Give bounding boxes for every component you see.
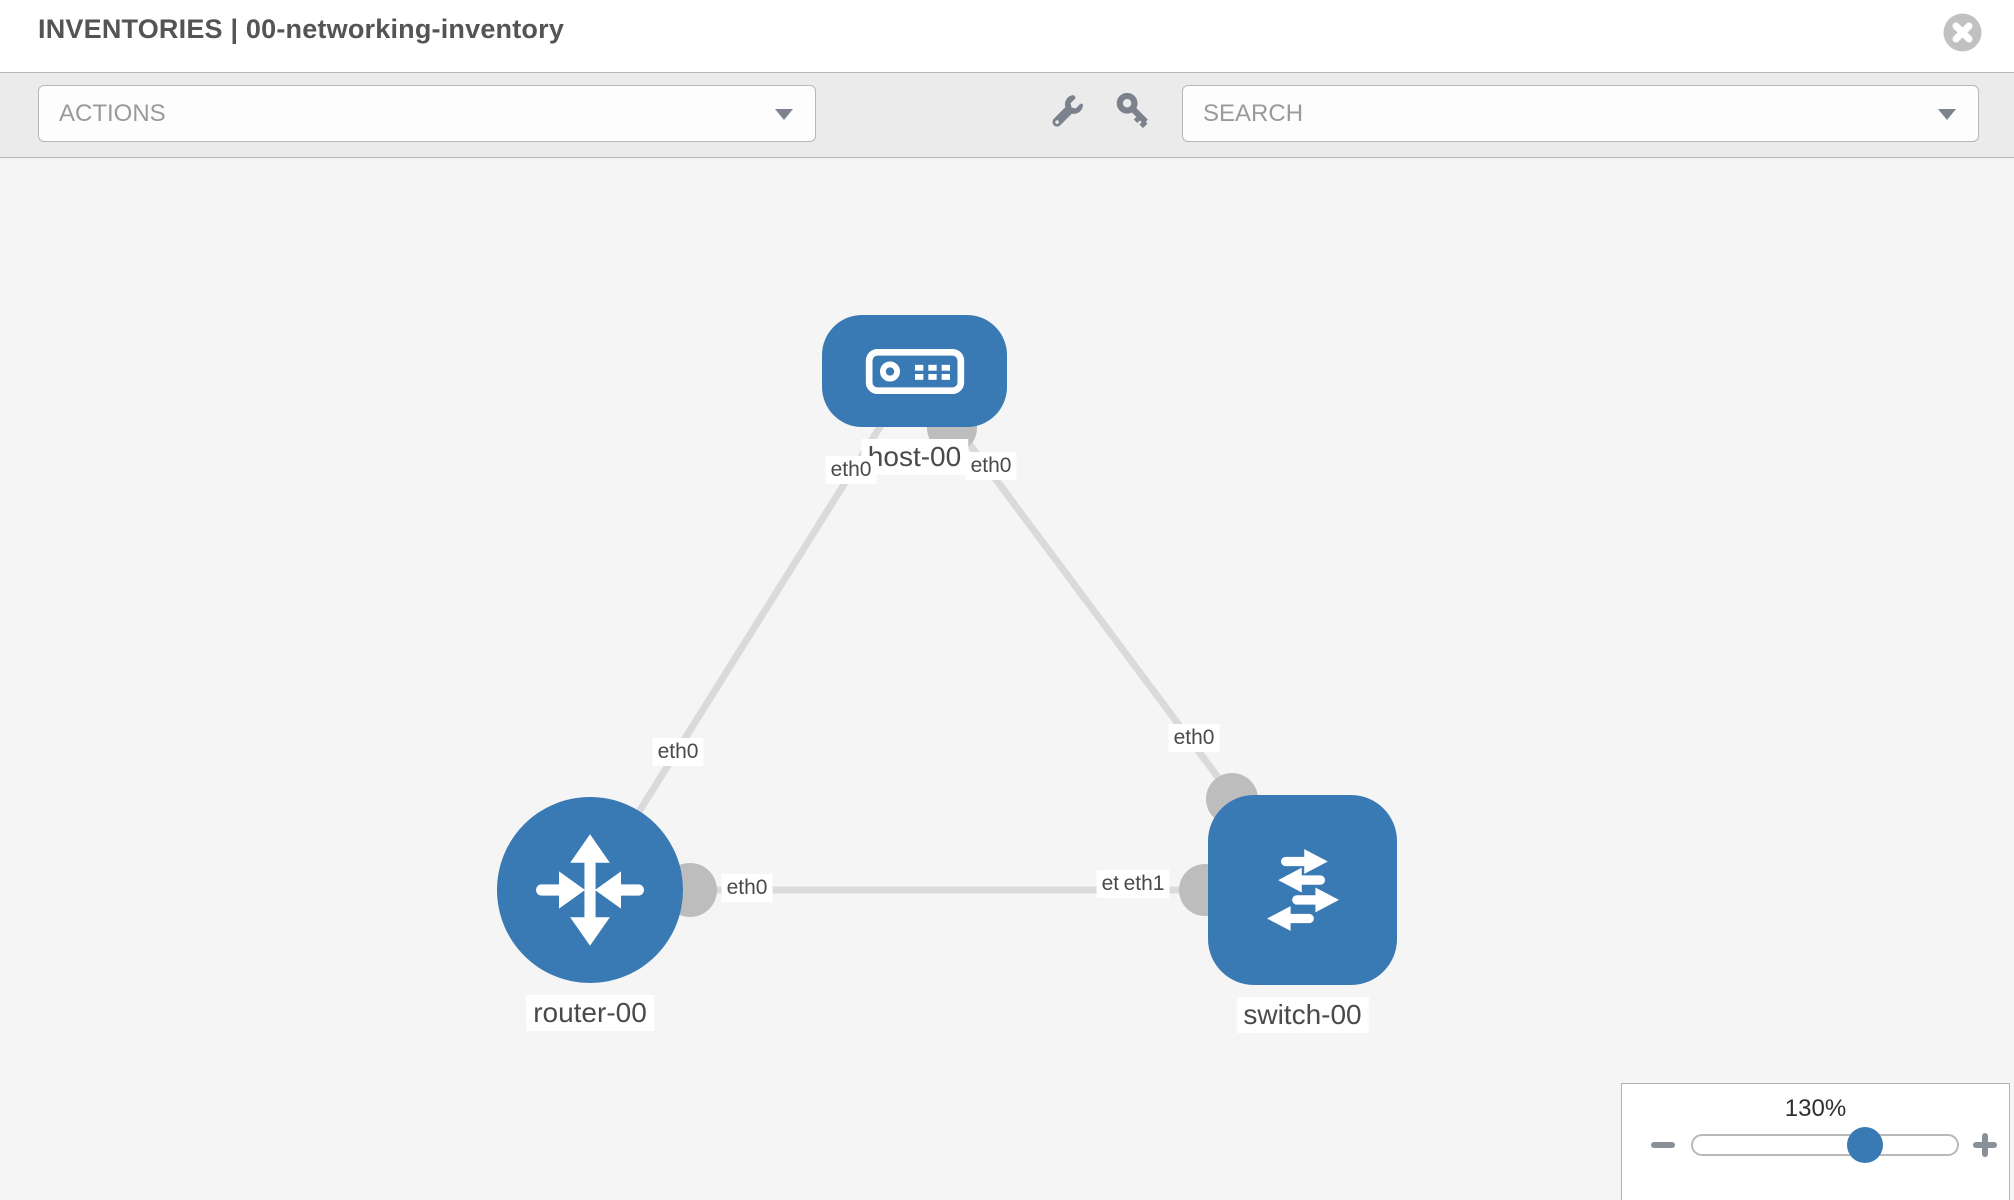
page-title: INVENTORIES | 00-networking-inventory [38, 14, 565, 44]
configure-button[interactable] [1044, 87, 1090, 133]
host-icon [865, 348, 964, 394]
close-icon [1943, 13, 1982, 52]
zoom-slider-track[interactable] [1691, 1134, 1959, 1156]
zoom-in-button[interactable] [1970, 1130, 2000, 1160]
node-label-host-00: host-00 [860, 439, 969, 475]
window-header: INVENTORIES | 00-networking-inventory [0, 0, 2014, 72]
router-icon [536, 834, 644, 946]
node-host-00[interactable]: host-00 [822, 315, 1007, 475]
node-switch-00[interactable]: switch-00 [1208, 795, 1397, 1033]
actions-dropdown-label: ACTIONS [59, 99, 166, 127]
interface-label: eth0 [825, 456, 877, 484]
interface-label: eth0 [1168, 724, 1220, 752]
zoom-out-button[interactable] [1648, 1130, 1678, 1160]
actions-dropdown[interactable]: ACTIONS [38, 85, 816, 142]
zoom-level-value: 130% [1784, 1095, 1847, 1122]
key-icon [1116, 92, 1148, 128]
search-dropdown[interactable]: SEARCH [1182, 85, 1979, 142]
minus-icon [1651, 1142, 1675, 1148]
search-dropdown-label: SEARCH [1203, 99, 1304, 127]
node-label-router-00: router-00 [526, 995, 654, 1031]
switch-icon [1266, 849, 1339, 931]
zoom-slider-thumb[interactable] [1847, 1127, 1884, 1163]
node-router-00[interactable]: router-00 [497, 797, 683, 1031]
interface-label: eth1 [1118, 870, 1170, 898]
interface-label: eth0 [721, 874, 773, 902]
interface-label: eth0 [652, 738, 704, 766]
chevron-down-icon [1938, 108, 1956, 120]
credentials-button[interactable] [1112, 87, 1158, 133]
close-button[interactable] [1943, 13, 1982, 52]
wrench-icon [1052, 95, 1083, 127]
node-label-switch-00: switch-00 [1236, 997, 1369, 1033]
zoom-control-panel: 130% [1621, 1083, 2010, 1200]
toolbar: ACTIONS SEARCH [0, 72, 2014, 158]
chevron-down-icon [775, 108, 793, 120]
interface-label: eth0 [965, 452, 1017, 480]
